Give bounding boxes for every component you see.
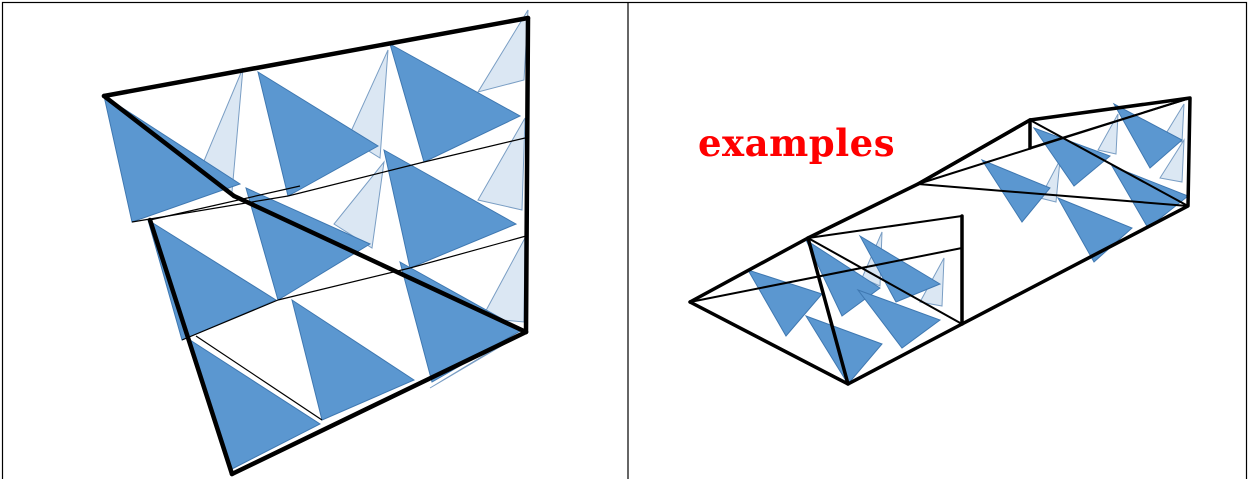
edge <box>807 215 963 239</box>
dark-face <box>1056 196 1133 263</box>
thick-edges-left <box>101 15 531 477</box>
diag-edge-2 <box>231 193 529 335</box>
dark-face <box>1110 165 1189 229</box>
dark-face <box>383 149 518 269</box>
edge <box>423 137 526 163</box>
dark-face <box>103 94 242 223</box>
edge <box>181 299 279 341</box>
right-edge <box>523 15 531 335</box>
thin-edges-right <box>689 97 1191 325</box>
edge <box>277 267 411 301</box>
diag-edge-1 <box>101 93 237 199</box>
top-edge <box>101 15 531 99</box>
edge <box>807 237 963 325</box>
fold-line-4 <box>916 118 1032 186</box>
dark-face <box>257 70 379 197</box>
right-tetrahedra-strip <box>688 96 1192 386</box>
light-face <box>481 237 526 323</box>
edge <box>689 247 963 303</box>
edge <box>287 161 425 197</box>
dark-faces-left <box>103 42 524 471</box>
dark-face <box>804 238 881 317</box>
fold-line-1 <box>806 236 850 386</box>
edge <box>149 185 301 221</box>
thick-edges-right <box>688 96 1192 386</box>
light-face <box>1097 113 1119 155</box>
edge <box>917 183 1189 207</box>
dark-face <box>389 42 522 163</box>
dark-face <box>291 298 416 421</box>
strip-outline <box>688 96 1192 386</box>
examples-label: examples <box>698 121 896 165</box>
dark-face <box>746 269 823 337</box>
dark-face <box>804 315 883 385</box>
bottom-edge <box>229 329 529 477</box>
light-face <box>1159 138 1185 183</box>
dark-face <box>1112 102 1183 169</box>
edge <box>1029 119 1189 207</box>
thin-edges-left <box>131 137 527 421</box>
edge <box>1029 97 1191 149</box>
edge <box>409 235 527 269</box>
dark-face <box>856 288 942 349</box>
edge <box>195 335 323 421</box>
left-edge <box>147 217 235 477</box>
left-tetrahedra-sheet <box>101 9 531 477</box>
